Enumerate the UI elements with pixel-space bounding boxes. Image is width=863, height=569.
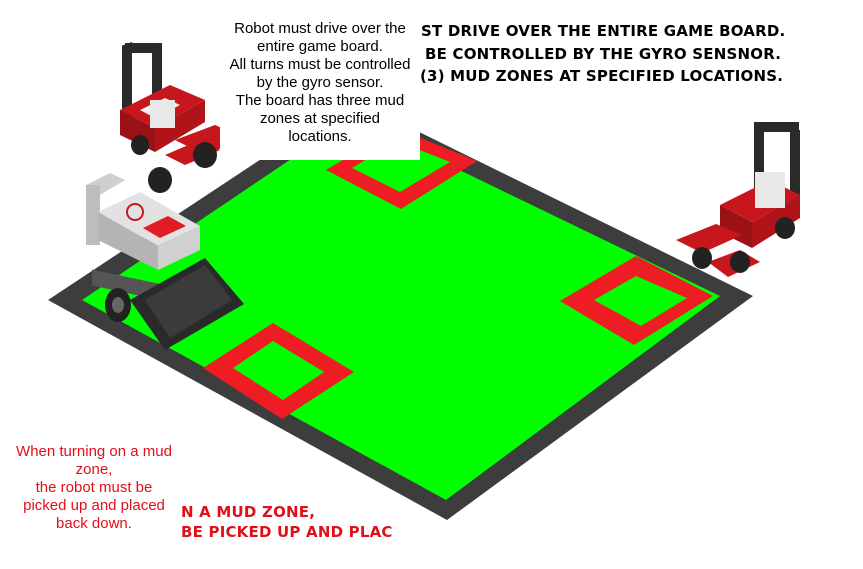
heading-line-3: (3) MUD ZONES AT SPECIFIED LOCATIONS.: [420, 67, 784, 85]
note-line: entire game board.: [257, 38, 383, 55]
note-line: by the gyro sensor.: [256, 74, 384, 91]
robot-icon: [86, 173, 244, 350]
mud-zone-bottom: [203, 323, 354, 419]
lawn-mower-icon: [676, 122, 800, 277]
rules-note: Robot must drive over the entire game bo…: [220, 20, 420, 160]
note-line: the robot must be: [35, 479, 153, 496]
note-line: The board has three mud: [235, 92, 405, 109]
heading-line-1: ST DRIVE OVER THE ENTIRE GAME BOARD.: [421, 22, 786, 40]
mud-zone-note: When turning on a mud zone, the robot mu…: [6, 443, 182, 539]
mud-zone-right: [560, 256, 713, 345]
heading-line-5: BE PICKED UP AND PLAC: [181, 523, 393, 541]
note-line: picked up and placed: [23, 497, 165, 514]
heading-line-4: N A MUD ZONE,: [181, 503, 316, 521]
note-line: back down.: [56, 515, 132, 532]
note-line: zone,: [75, 461, 113, 478]
note-line: Robot must drive over the: [234, 20, 406, 37]
note-line: zones at specified: [259, 110, 381, 127]
lawn-mower-icon: [120, 41, 245, 193]
note-line: When turning on a mud: [16, 443, 172, 460]
note-line: locations.: [288, 128, 352, 145]
heading-line-2: BE CONTROLLED BY THE GYRO SENSNOR.: [425, 45, 782, 63]
note-line: All turns must be controlled: [229, 56, 411, 73]
board-field: [82, 118, 720, 500]
game-board: [48, 99, 753, 520]
